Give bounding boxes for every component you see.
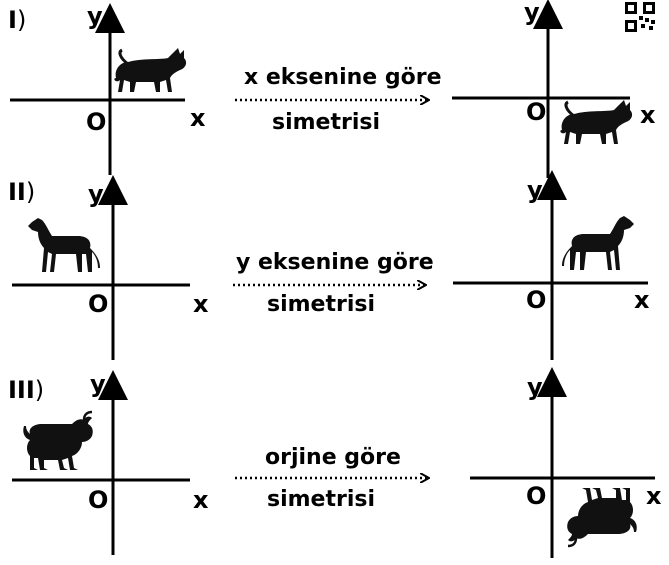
dog-reflected-icon bbox=[562, 216, 634, 270]
qr-code-icon bbox=[625, 2, 655, 32]
bull-icon bbox=[22, 410, 95, 472]
cat-reflected-icon bbox=[558, 98, 634, 146]
row-3-right-x-label: x bbox=[646, 482, 662, 510]
row-2-caption-line1: y eksenine göre bbox=[236, 250, 434, 275]
row-2-left-y-label: y bbox=[88, 180, 104, 208]
row-1-left-origin-label: O bbox=[86, 108, 107, 136]
row-2-right-origin-label: O bbox=[526, 286, 547, 314]
row-1-numeral: I) bbox=[8, 6, 27, 34]
row-3-left-axes bbox=[12, 370, 190, 555]
row-2-left-x-label: x bbox=[193, 290, 209, 318]
row-3-left-y-label: y bbox=[90, 370, 106, 398]
row-2-left-origin-label: O bbox=[88, 290, 109, 318]
row-1-right-origin-label: O bbox=[526, 98, 547, 126]
row-3-right-origin-label: O bbox=[526, 482, 547, 510]
row-3-numeral: III) bbox=[8, 376, 45, 404]
row-1-caption-line2: simetrisi bbox=[272, 110, 381, 135]
row-2-left-axes bbox=[12, 175, 190, 360]
row-1-right-axes bbox=[452, 0, 630, 178]
row-2-right-axes bbox=[453, 170, 648, 360]
dog-icon bbox=[28, 218, 100, 272]
row-1-left-y-label: y bbox=[87, 2, 103, 30]
row-2-right-x-label: x bbox=[634, 286, 650, 314]
row-3-right-y-label: y bbox=[527, 373, 543, 401]
row-1-caption-line1: x eksenine göre bbox=[244, 65, 442, 90]
row-1-right-y-label: y bbox=[524, 0, 540, 26]
row-3-left-x-label: x bbox=[193, 486, 209, 514]
row-3-caption-line1: orjine göre bbox=[265, 445, 401, 470]
row-2-right-y-label: y bbox=[527, 176, 543, 204]
row-1-left-axes bbox=[10, 3, 185, 175]
row-1-right-x-label: x bbox=[640, 101, 656, 129]
row-2-numeral: II) bbox=[8, 178, 36, 206]
cat-icon bbox=[112, 46, 188, 94]
row-3-left-origin-label: O bbox=[88, 486, 109, 514]
row-1-left-x-label: x bbox=[190, 104, 206, 132]
bull-reflected-icon bbox=[565, 486, 638, 548]
row-2-caption-line2: simetrisi bbox=[267, 292, 376, 317]
row-3-right-axes bbox=[470, 367, 655, 558]
row-3-caption-line2: simetrisi bbox=[267, 487, 376, 512]
